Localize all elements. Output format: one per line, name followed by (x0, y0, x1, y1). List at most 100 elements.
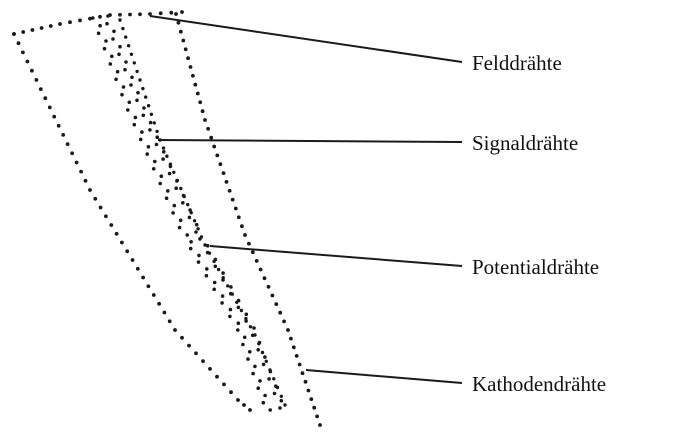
wire-dot (289, 336, 293, 341)
wire-dot (130, 75, 134, 80)
wire-dot (248, 408, 252, 412)
wire-dot (114, 77, 118, 82)
wire-dot (220, 301, 224, 305)
wire-dot (98, 14, 102, 19)
wire-dot (109, 223, 114, 227)
wire-dot (174, 186, 178, 190)
wire-dot (187, 215, 192, 220)
wire-dot (172, 170, 176, 174)
wire-dot (130, 258, 135, 262)
potential-wire-row (118, 18, 287, 407)
wire-dot (188, 246, 193, 251)
wire-dot (244, 312, 249, 317)
wire-dot (125, 249, 130, 254)
wire-dot (138, 12, 142, 17)
wire-dot (252, 326, 256, 330)
wire-dot (120, 92, 124, 97)
wire-dot (121, 85, 126, 89)
wire-dot (244, 319, 248, 323)
wire-dot (306, 388, 311, 393)
wire-dot (144, 95, 148, 99)
wire-dot (212, 144, 217, 149)
wire-dot (146, 145, 151, 149)
wire-dot (220, 294, 225, 298)
wire-dot (195, 91, 200, 96)
signal-wire-row (91, 14, 284, 412)
wire-dot (215, 374, 219, 379)
wire-dot (227, 188, 232, 193)
wire-dot (203, 243, 207, 247)
wire-dot (300, 371, 305, 376)
wire-dot (171, 211, 175, 215)
wire-dot (253, 364, 257, 369)
leader-line-kathode (305, 369, 463, 384)
wire-dot (179, 186, 183, 191)
field-wire-row-left (12, 10, 252, 412)
wire-dot (88, 188, 92, 192)
wire-dot (248, 350, 252, 354)
wire-dot (275, 385, 280, 390)
wire-dot (203, 118, 207, 122)
wire-dot (258, 379, 262, 383)
wire-dot (274, 302, 279, 306)
wire-dot (167, 319, 172, 324)
wire-dot (244, 316, 248, 321)
wire-dot (155, 135, 159, 139)
wire-dot (112, 29, 116, 34)
wire-dot (228, 307, 233, 312)
wire-dot (254, 259, 259, 263)
wire-dot (272, 391, 277, 396)
wire-dot (155, 129, 159, 134)
wire-dot (286, 328, 290, 332)
wire-dot (256, 386, 261, 391)
wire-dot (212, 287, 216, 292)
wire-dot (258, 267, 263, 272)
wire-dot (124, 60, 128, 64)
wire-dot (176, 20, 181, 25)
wire-dot (224, 180, 229, 184)
leader-line-potential (209, 245, 463, 267)
wire-dot (58, 22, 62, 26)
wire-dot (208, 367, 212, 371)
wire-dot (222, 382, 226, 387)
wire-dot (200, 109, 205, 114)
wire-dot (52, 114, 57, 119)
wire-dot (158, 181, 162, 186)
wire-dot (118, 44, 122, 49)
wire-dot (221, 271, 225, 275)
wire-dot (242, 403, 246, 407)
wire-dot (65, 142, 70, 147)
wire-dot (178, 218, 183, 223)
wire-dot (216, 267, 221, 272)
wire-dot (127, 100, 132, 105)
wire-dot (282, 319, 286, 324)
wire-dot (278, 310, 283, 315)
wire-dot (98, 205, 103, 210)
wire-dot (117, 52, 121, 57)
wire-dot (186, 56, 191, 61)
label-kathode: Kathodendrähte (472, 372, 606, 396)
wire-dot (83, 178, 88, 183)
wire-dot (239, 308, 244, 313)
wire-dot (242, 335, 247, 340)
wire-dot (303, 379, 308, 384)
wire-dot (199, 235, 204, 239)
wire-dot (212, 259, 216, 264)
wire-dot (312, 405, 317, 410)
wire-dot (39, 26, 44, 30)
wire-dot (120, 240, 124, 245)
wire-dot (218, 162, 223, 167)
wire-dot (172, 203, 177, 208)
wire-dot (148, 120, 153, 125)
wire-dot (256, 348, 261, 352)
wire-dot (192, 219, 197, 223)
wire-dot (236, 398, 240, 402)
wire-dot (204, 273, 209, 278)
wire-dot (166, 189, 170, 193)
wire-dot (194, 222, 199, 227)
wire-dot (98, 23, 102, 28)
wire-dot (236, 305, 241, 310)
wire-dot (263, 393, 267, 398)
wire-dot (151, 167, 156, 171)
